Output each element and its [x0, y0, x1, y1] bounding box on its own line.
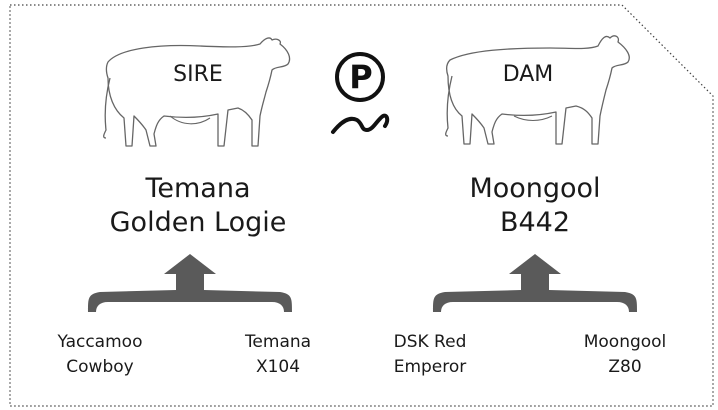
sire-up-bracket-arrow-icon [88, 254, 292, 312]
dam-name-line2: B442 [499, 207, 571, 238]
dam-name-line1: Moongool [469, 173, 601, 204]
dam-parent-1-line1: DSK Red [393, 332, 467, 352]
sire-parent-1-line2: Cowboy [66, 357, 134, 377]
dam-parent-2: Moongool Z80 [570, 330, 680, 380]
polled-p-icon: P [327, 50, 397, 140]
sire-role-label: SIRE [173, 62, 223, 87]
dam-parent-1: DSK Red Emperor [380, 330, 480, 380]
cow-outline-icon [445, 35, 630, 145]
dam-parent-2-line2: Z80 [608, 357, 642, 377]
dam-parent-2-line1: Moongool [583, 332, 667, 352]
dam-name: Moongool B442 [430, 172, 640, 240]
sire-name-line1: Temana [145, 173, 251, 204]
dam-up-bracket-arrow-icon [433, 254, 637, 312]
sire-parent-1-line1: Yaccamoo [57, 332, 143, 352]
sire-parent-2: Temana X104 [228, 330, 328, 380]
dam-parent-1-line2: Emperor [393, 357, 467, 377]
bull-outline-icon [103, 37, 291, 147]
sire-parent-2-line2: X104 [255, 357, 301, 377]
sire-parent-1: Yaccamoo Cowboy [40, 330, 160, 380]
polled-letter: P [349, 58, 373, 96]
sire-name-line2: Golden Logie [109, 207, 287, 238]
sire-parent-2-line1: Temana [244, 332, 312, 352]
dam-role-label: DAM [502, 62, 554, 87]
sire-name: Temana Golden Logie [88, 172, 308, 240]
